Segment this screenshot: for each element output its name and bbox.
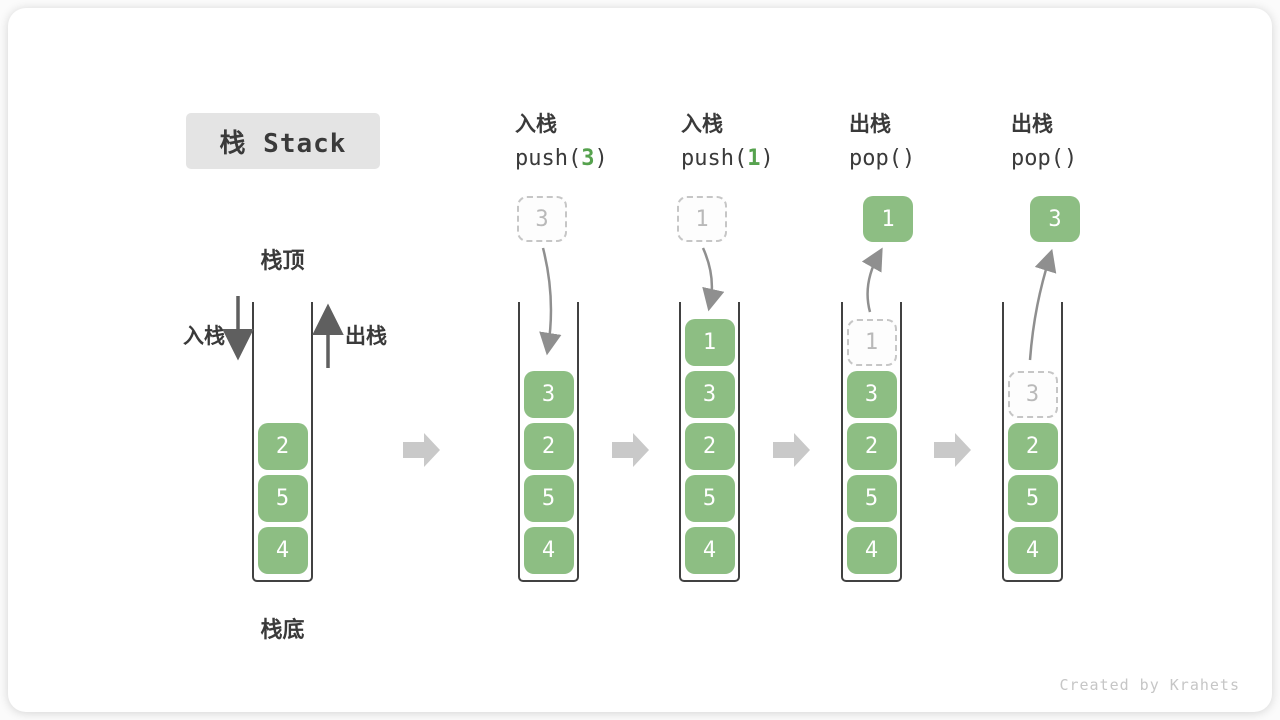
- step-code: pop(): [1011, 146, 1078, 171]
- stack-cell: 2: [846, 423, 897, 470]
- stack-after-push-3: 3 2 5 4: [518, 302, 579, 582]
- stack-after-pop-3: 3 2 5 4: [1002, 302, 1063, 582]
- stack-cell: 4: [523, 527, 574, 574]
- stack-cell: 5: [257, 475, 308, 522]
- step-header-pop-1: 出栈 pop(): [849, 108, 915, 171]
- popped-value-box: 3: [1030, 196, 1080, 242]
- stack-cell-ghost: 1: [846, 319, 897, 366]
- stack-after-pop-1: 1 3 2 5 4: [841, 302, 902, 582]
- stack-cell: 2: [684, 423, 735, 470]
- code-arg: 1: [747, 146, 761, 171]
- credit-text: Created by Krahets: [1059, 676, 1240, 694]
- incoming-value-box: 1: [677, 196, 727, 242]
- stack-cell: 1: [684, 319, 735, 366]
- popped-value-box: 1: [863, 196, 913, 242]
- step-header-push-1: 入栈 push(1): [681, 108, 774, 171]
- step-label: 出栈: [849, 113, 891, 136]
- step-code: push(3): [515, 146, 608, 171]
- stack-cell: 4: [846, 527, 897, 574]
- step-label: 出栈: [1011, 113, 1053, 136]
- code-arg: 3: [581, 146, 595, 171]
- title-box: 栈 Stack: [186, 113, 380, 169]
- title-text: 栈 Stack: [219, 128, 347, 159]
- stack-cell: 5: [846, 475, 897, 522]
- step-header-push-3: 入栈 push(3): [515, 108, 608, 171]
- step-label: 入栈: [681, 113, 723, 136]
- step-code: push(1): [681, 146, 774, 171]
- stack-cell: 3: [846, 371, 897, 418]
- stack-cell: 5: [684, 475, 735, 522]
- stack-cell: 2: [257, 423, 308, 470]
- stack-bottom-label: 栈底: [260, 617, 305, 642]
- stack-cell: 4: [257, 527, 308, 574]
- pop-direction-label: 出栈: [345, 325, 387, 348]
- stack-top-label: 栈顶: [260, 248, 305, 273]
- step-label: 入栈: [515, 113, 557, 136]
- stack-cell: 3: [523, 371, 574, 418]
- stack-cell: 4: [684, 527, 735, 574]
- step-header-pop-3: 出栈 pop(): [1011, 108, 1077, 171]
- stack-cell: 3: [684, 371, 735, 418]
- stack-cell: 5: [523, 475, 574, 522]
- stack-cell-ghost: 3: [1007, 371, 1058, 418]
- incoming-value-box: 3: [517, 196, 567, 242]
- stack-initial: 2 5 4: [252, 302, 313, 582]
- step-code: pop(): [849, 146, 916, 171]
- stack-cell: 4: [1007, 527, 1058, 574]
- stack-cell: 2: [523, 423, 574, 470]
- stack-after-push-1: 1 3 2 5 4: [679, 302, 740, 582]
- stack-cell: 5: [1007, 475, 1058, 522]
- push-direction-label: 入栈: [183, 325, 225, 348]
- stack-cell: 2: [1007, 423, 1058, 470]
